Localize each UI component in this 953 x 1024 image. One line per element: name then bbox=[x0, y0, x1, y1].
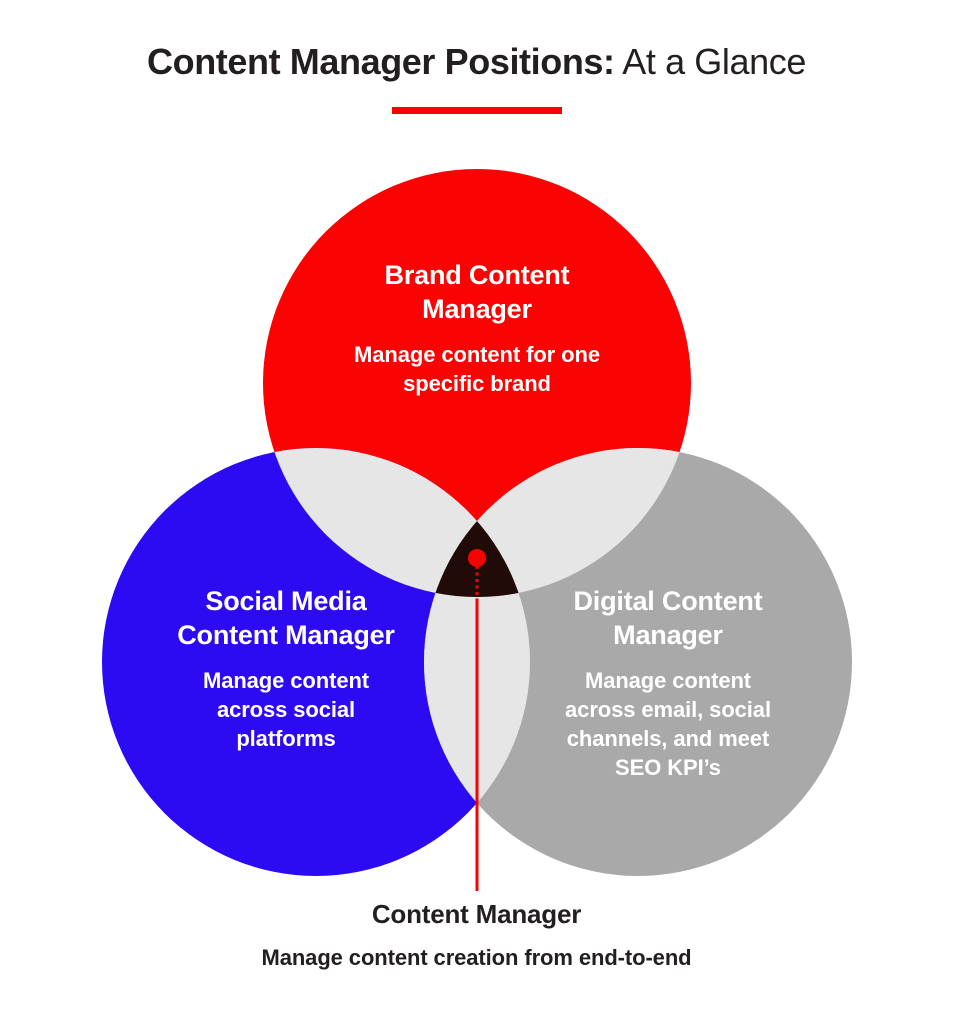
title-underline-bar bbox=[392, 107, 562, 114]
digital-title-line: Digital Content bbox=[573, 586, 763, 616]
content-manager-description: Manage content creation from end-to-end bbox=[261, 945, 692, 970]
social-title: Social Media Content Manager bbox=[141, 584, 431, 652]
digital-description: Manage content across email, social chan… bbox=[513, 666, 823, 782]
page-title-emphasis: Content Manager Positions: bbox=[147, 41, 615, 82]
digital-title: Digital Content Manager bbox=[513, 584, 823, 652]
label-brand-content-manager: Brand Content Manager Manage content for… bbox=[317, 258, 637, 398]
digital-description-line: Manage content bbox=[584, 668, 752, 693]
overlap-brand-digital bbox=[424, 448, 691, 597]
social-description-line: platforms bbox=[236, 726, 336, 751]
brand-description: Manage content for one specific brand bbox=[317, 340, 637, 398]
digital-description-line: across email, social bbox=[565, 697, 771, 722]
digital-title-line: Manager bbox=[613, 620, 723, 650]
digital-description-line: channels, and meet bbox=[566, 726, 770, 751]
page-title-rest: At a Glance bbox=[622, 41, 806, 82]
label-social-media-content-manager: Social Media Content Manager Manage cont… bbox=[141, 584, 431, 753]
social-description-line: across social bbox=[216, 697, 356, 722]
social-title-line: Social Media bbox=[205, 586, 367, 616]
social-description: Manage content across social platforms bbox=[141, 666, 431, 753]
center-marker-dot bbox=[468, 549, 486, 567]
overlap-brand-social bbox=[263, 448, 530, 597]
social-title-line: Content Manager bbox=[177, 620, 395, 650]
label-content-manager: Content Manager Manage content creation … bbox=[0, 899, 953, 971]
digital-description-line: SEO KPI’s bbox=[615, 755, 721, 780]
brand-description-line: Manage content for one bbox=[354, 342, 600, 367]
brand-title-line: Manager bbox=[422, 294, 532, 324]
label-digital-content-manager: Digital Content Manager Manage content a… bbox=[513, 584, 823, 782]
social-description-line: Manage content bbox=[202, 668, 370, 693]
page-title: Content Manager Positions: At a Glance bbox=[0, 42, 953, 82]
content-manager-title: Content Manager bbox=[371, 899, 582, 929]
brand-title: Brand Content Manager bbox=[317, 258, 637, 326]
brand-title-line: Brand Content bbox=[384, 260, 570, 290]
brand-description-line: specific brand bbox=[403, 371, 551, 396]
